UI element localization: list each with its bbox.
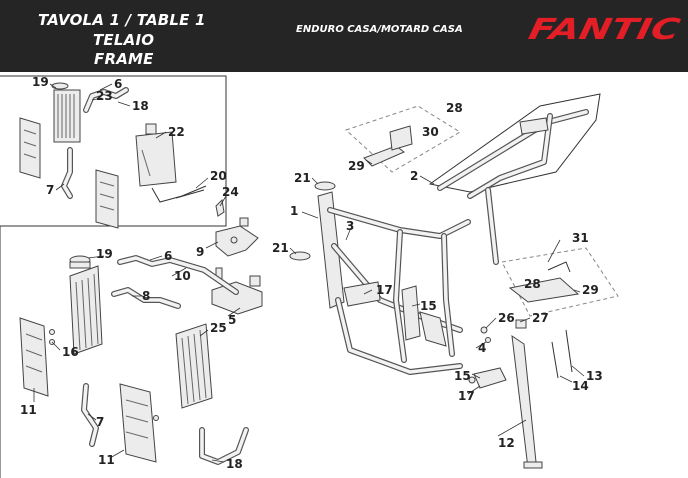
- leader-lines: [33, 83, 585, 463]
- radiator-right: [175, 323, 213, 409]
- callout-6: 6: [164, 249, 172, 263]
- radiator-cap: [51, 82, 69, 90]
- lower-left-callouts: 24 9 19 6 10 8 5 16 25 11 7 11 18: [20, 185, 243, 471]
- hose-8: [111, 287, 181, 309]
- hose-7: [81, 383, 99, 447]
- callout-15-bottom: 15: [454, 369, 471, 383]
- small-parts-26-27-4: [468, 319, 527, 384]
- callout-18-inset: 18: [132, 99, 149, 113]
- callout-27: 27: [532, 311, 549, 325]
- callout-2: 2: [410, 169, 418, 183]
- callout-1: 1: [290, 204, 298, 218]
- callout-25: 25: [210, 321, 227, 335]
- callout-8: 8: [142, 289, 150, 303]
- callout-21-top: 21: [294, 171, 311, 185]
- springs-13-14: [551, 329, 573, 379]
- callout-13: 13: [586, 369, 603, 383]
- mount-part-5: [211, 267, 263, 315]
- callout-23: 23: [96, 89, 113, 103]
- callout-11-right: 11: [98, 453, 115, 467]
- callout-21-bottom: 21: [272, 241, 289, 255]
- sidestand-12: [511, 334, 543, 469]
- callout-26: 26: [498, 311, 515, 325]
- callout-5: 5: [228, 313, 236, 327]
- callout-6-inset: 6: [114, 77, 122, 91]
- callout-12: 12: [498, 436, 515, 450]
- callout-11-left: 11: [20, 403, 37, 417]
- inset-hose-lower: [61, 147, 73, 199]
- model-subtitle: ENDURO CASA/MOTARD CASA: [296, 24, 463, 35]
- callout-29-right: 29: [582, 283, 599, 297]
- bearing-21-bottom: [289, 251, 311, 261]
- exploded-frame-diagram: 19 23 6 18 22 7 20 24 9 19 6 10 8 5 16 2…: [0, 75, 619, 478]
- callout-3: 3: [346, 219, 354, 233]
- footpeg-17-right: [473, 367, 507, 389]
- frame-callouts: 28 30 29 2 21 1 3 21 17 15 26 27 4 15 17…: [272, 101, 603, 450]
- hose-18: [199, 427, 249, 465]
- bearing-21-top: [314, 181, 336, 191]
- radiator-left: [69, 255, 103, 355]
- steering-head-1: [317, 191, 345, 309]
- callout-4: 4: [478, 341, 486, 355]
- callout-18: 18: [226, 457, 243, 471]
- inset-hose: [83, 87, 129, 113]
- callout-20: 20: [210, 169, 227, 183]
- callout-9: 9: [196, 245, 204, 259]
- callout-17-bottom: 17: [458, 389, 475, 403]
- callout-28-right: 28: [524, 277, 541, 291]
- callout-30: 30: [422, 125, 439, 139]
- callout-17-top: 17: [376, 283, 393, 297]
- dashed-group-28-top: [345, 105, 461, 173]
- bracket-part-9: [215, 217, 259, 257]
- inset-callouts: 19 23 6 18 22 7 20: [32, 75, 227, 197]
- page-title-frame: FRAME: [94, 50, 154, 68]
- inset-overflow-pipe: [151, 185, 207, 203]
- callout-29-top: 29: [348, 159, 365, 173]
- callout-7: 7: [96, 415, 104, 429]
- hose-6-10: [117, 255, 239, 295]
- part-30: [389, 125, 413, 151]
- fantic-logo: FANTIC: [526, 12, 682, 46]
- logo-wordmark: FANTIC: [526, 12, 682, 46]
- page-header: TAVOLA 1 / TABLE 1 TELAIO FRAME ENDURO C…: [0, 0, 688, 72]
- inset-radiator-guard-lower: [95, 169, 119, 229]
- callout-22: 22: [168, 125, 185, 139]
- inset-expansion-tank: [135, 123, 177, 187]
- callout-28-top: 28: [446, 101, 463, 115]
- dashed-group-31: [501, 247, 619, 317]
- radiator-guard-left: [19, 317, 49, 397]
- footpeg-17-left: [343, 281, 381, 307]
- inset-radiator-guard: [19, 117, 41, 179]
- callout-14: 14: [572, 379, 589, 393]
- callout-7-inset: 7: [46, 183, 54, 197]
- radiator-guard-right: [119, 383, 157, 463]
- callout-15-top: 15: [420, 299, 437, 313]
- subframe-2: [428, 93, 601, 265]
- callout-10: 10: [174, 269, 191, 283]
- callout-31: 31: [572, 231, 589, 245]
- main-frame: [289, 181, 507, 389]
- callout-19: 19: [96, 247, 113, 261]
- callout-24: 24: [222, 185, 239, 199]
- callout-16: 16: [62, 345, 79, 359]
- page-title-table: TAVOLA 1 / TABLE 1: [38, 11, 206, 29]
- bracket-part-24: [215, 198, 225, 217]
- callout-19-inset: 19: [32, 75, 49, 89]
- inset-radiator: [51, 82, 81, 143]
- page-title-telaio: TELAIO: [93, 31, 155, 49]
- bolts-16: [49, 329, 159, 421]
